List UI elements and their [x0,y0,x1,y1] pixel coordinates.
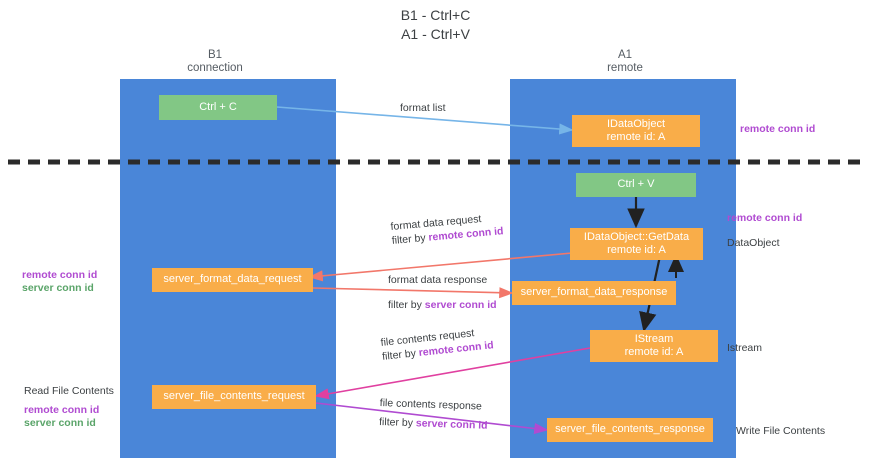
box-server-format-data-response[interactable]: server_format_data_response [512,281,676,305]
box-idataobject-line1: IDataObject [606,117,666,130]
edge-label-file-contents-request: file contents request filter by remote c… [380,324,494,364]
box-ctrl-c[interactable]: Ctrl + C [159,95,277,120]
side-label-right-istream: Istream [727,342,763,354]
box-istream-line1: IStream [634,332,674,345]
filter-key-server-conn-id: server conn id [415,417,488,432]
side-label-right-dataobject: DataObject [727,237,780,249]
box-ctrl-c-label: Ctrl + C [199,100,237,113]
box-idataobject-line2: remote id: A [606,131,666,143]
box-server-file-contents-request-label: server_file_contents_request [163,390,305,403]
side-label-left-remote-conn-id-bottom: remote conn id [24,404,100,416]
box-istream-line2: remote id: A [624,346,684,358]
box-server-format-data-request-label: server_format_data_request [163,273,302,286]
box-server-file-contents-response-label: server_file_contents_response [555,423,705,436]
edge-label-file-contents-response: file contents response filter by server … [379,396,489,433]
box-server-format-data-request[interactable]: server_format_data_request [152,268,313,292]
diagram-title: B1 - Ctrl+C A1 - Ctrl+V [400,7,471,42]
edge-label-format-list: format list [400,102,446,114]
box-server-format-data-response-label: server_format_data_response [520,286,668,299]
edge-label-format-data-request: format data request filter by remote con… [390,210,504,248]
lane-title-b1: B1 connection [187,49,243,74]
box-getdata[interactable]: IDataObject::GetData remote id: A [570,228,703,260]
edge-label-file-contents-response-line2: filter by server conn id [379,415,488,433]
edge-label-file-contents-response-line1: file contents response [379,396,483,413]
box-ctrl-v[interactable]: Ctrl + V [576,173,696,197]
box-idataobject[interactable]: IDataObject remote id: A [572,115,700,147]
filter-prefix: filter by [391,231,429,247]
box-getdata-line1: IDataObject::GetData [583,230,690,243]
side-label-right-remote-conn-id-top: remote conn id [740,123,816,135]
side-label-right-remote-conn-id-mid: remote conn id [727,212,803,224]
edge-label-format-data-response-line1: format data response [388,274,488,286]
box-server-file-contents-response[interactable]: server_file_contents_response [547,418,713,442]
filter-prefix: filter by [388,299,425,311]
box-getdata-line2: remote id: A [607,244,666,256]
side-label-left-remote-conn-id-mid: remote conn id [22,269,98,281]
filter-key-server-conn-id: server conn id [424,299,497,311]
side-label-left-server-conn-id-bottom: server conn id [24,417,96,429]
side-label-left-server-conn-id-mid: server conn id [22,282,94,294]
filter-prefix: filter by [378,415,417,430]
edge-label-format-data-response: format data response filter by server co… [388,273,497,312]
box-server-file-contents-request[interactable]: server_file_contents_request [152,385,316,409]
side-label-right-write-file-contents: Write File Contents [736,425,826,437]
box-ctrl-v-label: Ctrl + V [617,178,655,191]
lane-title-a1: A1 remote [607,49,643,74]
edge-label-format-data-response-line2: filter by server conn id [388,298,497,312]
box-istream[interactable]: IStream remote id: A [590,330,718,362]
filter-prefix: filter by [381,347,420,363]
side-label-left-read-file-contents: Read File Contents [24,385,114,397]
